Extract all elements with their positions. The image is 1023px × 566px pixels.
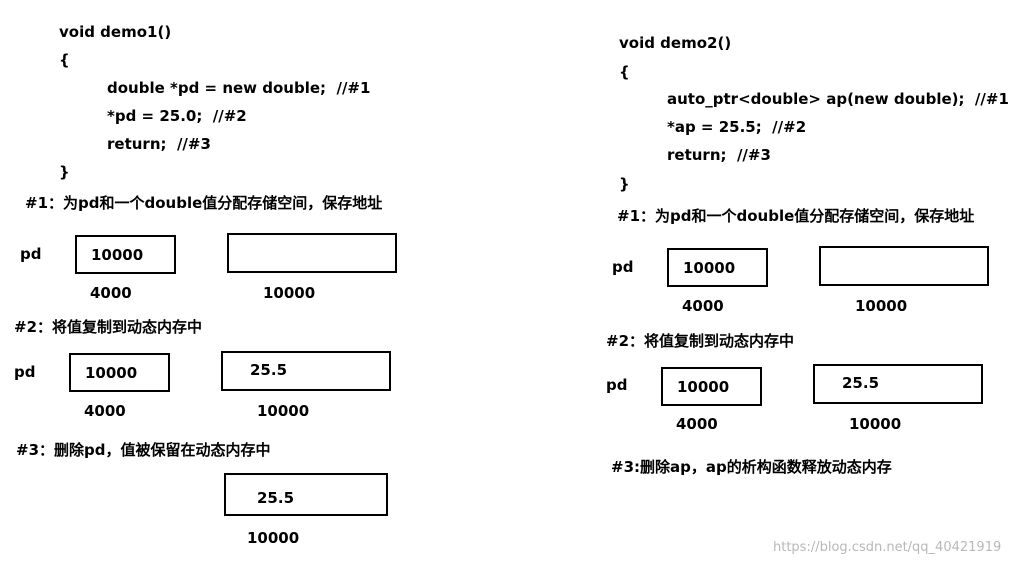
demo1-code-line-1: void demo1() (59, 23, 172, 41)
demo2-step2-heap-address: 10000 (849, 415, 902, 433)
demo1-step1-pointer-address: 4000 (90, 284, 132, 302)
demo2-step2-heap-box: 25.5 (813, 364, 983, 404)
demo1-step1-heap-address: 10000 (263, 284, 316, 302)
demo1-code-line-4: *pd = 25.0; //#2 (107, 107, 247, 125)
demo1-step1-caption: #1：为pd和一个double值分配存储空间，保存地址 (25, 194, 383, 212)
demo2-step2-heap-value: 25.5 (842, 374, 880, 392)
demo2-step1-heap-address: 10000 (855, 297, 908, 315)
demo1-step2-var-label: pd (14, 363, 36, 381)
demo2-step2-pointer-box: 10000 (661, 367, 762, 406)
demo1-step2-heap-address: 10000 (257, 402, 310, 420)
demo2-step1-var-label: pd (612, 258, 634, 276)
demo2-step1-caption: #1：为pd和一个double值分配存储空间，保存地址 (617, 207, 975, 225)
demo2-step1-heap-box (819, 246, 989, 286)
demo2-step2-pointer-value: 10000 (677, 378, 730, 396)
demo1-step2-pointer-value: 10000 (85, 364, 138, 382)
demo2-code-line-2: { (619, 63, 630, 81)
demo2-step2-pointer-address: 4000 (676, 415, 718, 433)
demo1-step2-heap-box: 25.5 (221, 351, 391, 391)
demo1-step3-heap-box: 25.5 (224, 473, 388, 516)
demo2-step1-pointer-address: 4000 (682, 297, 724, 315)
demo1-step2-heap-value: 25.5 (250, 361, 288, 379)
watermark-text: https://blog.csdn.net/qq_40421919 (773, 540, 1002, 555)
demo1-step2-pointer-box: 10000 (69, 353, 170, 392)
demo1-code-line-3: double *pd = new double; //#1 (107, 79, 371, 97)
demo1-step1-pointer-value: 10000 (91, 246, 144, 264)
demo2-code-line-3: auto_ptr<double> ap(new double); //#1 (667, 90, 1009, 108)
demo2-step2-var-label: pd (606, 376, 628, 394)
demo2-code-line-4: *ap = 25.5; //#2 (667, 118, 807, 136)
demo1-step3-heap-address: 10000 (247, 529, 300, 547)
demo1-step1-var-label: pd (20, 245, 42, 263)
demo1-step1-pointer-box: 10000 (75, 235, 176, 274)
demo2-step1-pointer-value: 10000 (683, 259, 736, 277)
demo2-step2-caption: #2：将值复制到动态内存中 (606, 332, 795, 350)
demo2-step1-pointer-box: 10000 (667, 248, 768, 287)
demo2-code-line-6: } (619, 175, 630, 193)
demo2-code-line-1: void demo2() (619, 34, 732, 52)
demo2-step3-caption: #3:删除ap，ap的析构函数释放动态内存 (611, 458, 892, 476)
demo2-code-line-5: return; //#3 (667, 146, 771, 164)
demo1-code-line-6: } (59, 163, 70, 181)
demo1-code-line-2: { (59, 51, 70, 69)
demo1-step3-caption: #3：删除pd，值被保留在动态内存中 (16, 441, 271, 459)
demo1-step3-heap-value: 25.5 (257, 489, 295, 507)
demo1-step1-heap-box (227, 233, 397, 273)
demo1-step2-pointer-address: 4000 (84, 402, 126, 420)
demo1-step2-caption: #2：将值复制到动态内存中 (14, 318, 203, 336)
demo1-code-line-5: return; //#3 (107, 135, 211, 153)
